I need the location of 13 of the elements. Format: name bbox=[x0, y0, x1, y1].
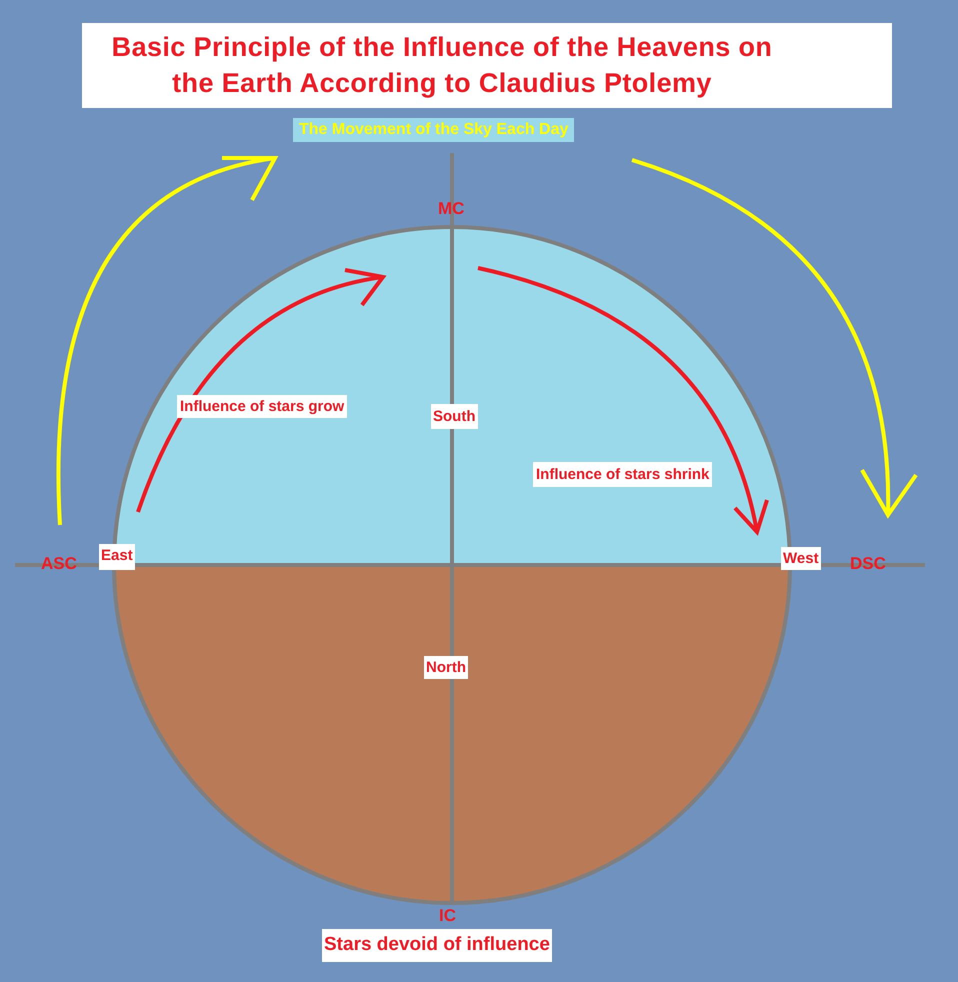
direction-label: West bbox=[781, 547, 821, 570]
annotation-label: Influence of stars grow bbox=[177, 395, 348, 418]
direction-label: North bbox=[424, 656, 468, 679]
point-label: IC bbox=[439, 907, 456, 924]
direction-label: South bbox=[431, 404, 478, 429]
heading-label: The Movement of the Sky Each Day bbox=[293, 118, 574, 142]
note-label: Stars devoid of influence bbox=[322, 929, 552, 962]
point-label: MC bbox=[438, 200, 464, 217]
title: Basic Principle of the Influence of the Heavens on the Earth According to Claudius Ptolemy bbox=[82, 23, 892, 108]
annotation-label: Influence of stars shrink bbox=[533, 462, 712, 487]
point-label: ASC bbox=[41, 555, 77, 572]
point-label: DSC bbox=[850, 555, 886, 572]
direction-label: East bbox=[99, 544, 135, 570]
